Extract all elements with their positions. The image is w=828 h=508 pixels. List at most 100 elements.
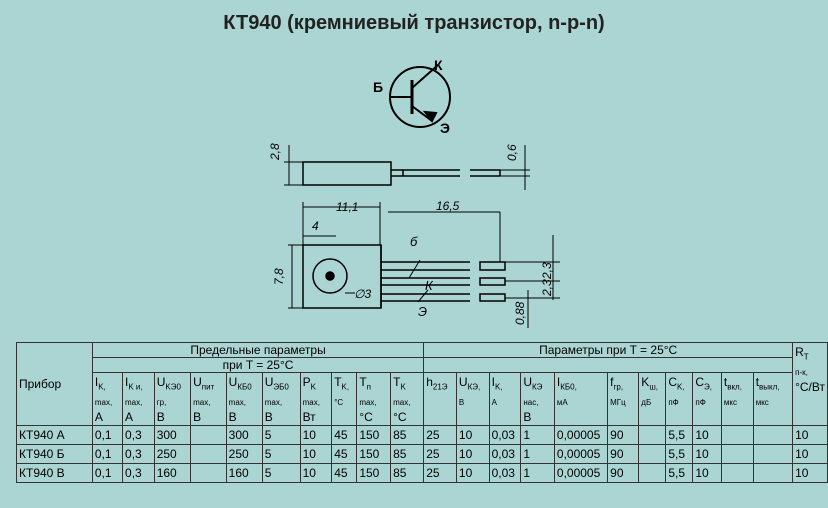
table-cell: 90 [607, 444, 640, 465]
column-header: IКБ0,мА [553, 371, 609, 427]
table-cell: 45 [331, 444, 358, 465]
table-cell: 45 [331, 425, 358, 446]
side-view [284, 145, 530, 190]
table-cell: 10 [692, 425, 722, 446]
table-cell: 0,00005 [553, 444, 609, 465]
table-cell: 85 [390, 444, 425, 465]
dim-0-88: 0,88 [513, 301, 527, 325]
table-cell: 85 [390, 463, 425, 484]
table-cell [190, 425, 227, 446]
table-cell: 150 [356, 463, 392, 484]
top-view [288, 202, 560, 328]
column-header: tвкл,мкс [720, 371, 754, 427]
table-cell [752, 463, 794, 484]
header-row-1: Прибор Предельные параметры Параметры пр… [16, 341, 828, 427]
table-cell: 10 [692, 444, 722, 465]
table-cell: 85 [390, 425, 425, 446]
table-cell: 0,00005 [553, 425, 609, 446]
column-header: CK,пФ [665, 371, 694, 427]
dim-2-3-a: 2,3 [540, 262, 554, 280]
column-header: IK,max,A [91, 371, 124, 427]
table-cell: 10 [299, 463, 333, 484]
dim-11-1: 11,1 [336, 200, 358, 214]
pribor-header: Прибор [16, 341, 93, 427]
table-cell [638, 444, 667, 465]
column-header: UКЭ,В [455, 371, 490, 427]
table-cell [752, 444, 794, 465]
table-cell: 10 [692, 463, 722, 484]
table-cell: 250 [153, 444, 192, 465]
column-header: IK и,max,A [122, 371, 155, 427]
params-header: Параметры при T = 25°C [423, 342, 794, 358]
table-cell: 10 [299, 425, 333, 446]
transistor-symbol [389, 64, 451, 128]
dim-2-8: 2,8 [268, 143, 282, 161]
dim-7-8: 7,8 [272, 268, 286, 285]
column-header: TK,°C [331, 371, 358, 427]
table-cell: 150 [356, 444, 392, 465]
table-cell: 1 [520, 425, 555, 446]
table-cell [720, 463, 754, 484]
table-cell: 160 [225, 463, 263, 484]
table-cell: 25 [423, 463, 457, 484]
table-cell: 0,1 [91, 463, 124, 484]
dim-16-5: 16,5 [436, 199, 460, 213]
table-cell [752, 425, 794, 446]
table-cell [190, 463, 227, 484]
table-cell: 0,3 [122, 444, 155, 465]
table-cell: 5 [261, 444, 301, 465]
table-cell: 10 [455, 425, 490, 446]
table-cell [190, 444, 227, 465]
column-header: fгр,МГц [607, 371, 640, 427]
table-cell: 5,5 [665, 444, 694, 465]
table-cell [638, 425, 667, 446]
column-header: IK,A [488, 371, 522, 427]
table-cell: 250 [225, 444, 263, 465]
table-cell: 0,03 [488, 425, 522, 446]
table-cell: 90 [607, 463, 640, 484]
table-cell: 1 [520, 463, 555, 484]
pin-label-b: б [410, 234, 418, 249]
table-cell: 160 [153, 463, 192, 484]
table-cell: 0,1 [91, 425, 124, 446]
table-cell: 25 [423, 444, 457, 465]
table-cell: 10 [299, 444, 333, 465]
table-cell: 5 [261, 463, 301, 484]
column-header: tвыкл,мкс [752, 371, 794, 427]
column-header: Kш,дБ [638, 371, 667, 427]
base-label: Б [373, 79, 383, 95]
dim-0-6: 0,6 [505, 144, 519, 161]
parameters-table: Прибор Предельные параметры Параметры пр… [16, 341, 828, 484]
table-cell: 25 [423, 425, 457, 446]
limits-subheader: при T = 25°C [91, 357, 425, 373]
table-cell: 45 [331, 463, 358, 484]
dim-hole-3: ∅3 [354, 287, 371, 301]
column-header: h21Э [423, 371, 457, 427]
emitter-label: Э [440, 120, 450, 136]
table-cell [720, 425, 754, 446]
pin-label-e: Э [418, 304, 427, 319]
table-cell: 10 [455, 444, 490, 465]
table-cell: 5,5 [665, 425, 694, 446]
table-cell: 300 [153, 425, 192, 446]
dim-2-3-b: 2,3 [540, 279, 554, 297]
header-row-2: при T = 25°C [17, 357, 828, 373]
table-cell: 0,03 [488, 463, 522, 484]
table-cell: 10 [792, 463, 828, 484]
table-cell: 0,3 [122, 463, 155, 484]
table-cell: 10 [455, 463, 490, 484]
table-cell: КТ940 Б [16, 444, 93, 465]
table-cell: 5 [261, 425, 301, 446]
limits-header: Предельные параметры [91, 342, 425, 358]
table-cell: КТ940 В [16, 463, 93, 484]
